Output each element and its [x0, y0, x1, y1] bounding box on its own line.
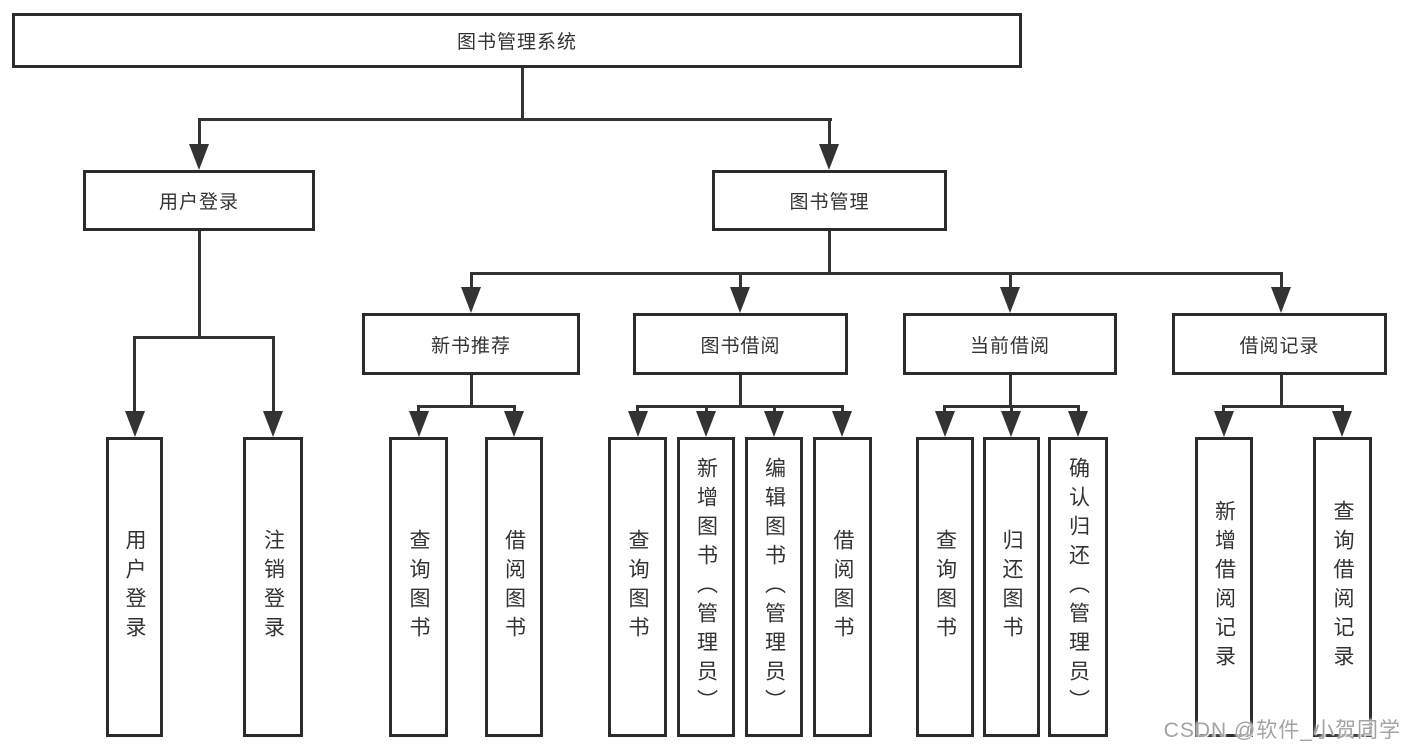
- node-book-borrowing: 图书借阅: [633, 313, 848, 375]
- connector-line: [705, 405, 708, 415]
- arrow-down-icon: [461, 287, 481, 313]
- node-label: 借阅图书: [831, 529, 854, 645]
- arrow-down-icon: [1001, 411, 1021, 437]
- node-book-management: 图书管理: [712, 170, 947, 231]
- node-root: 图书管理系统: [12, 13, 1022, 68]
- node-current-borrowing: 当前借阅: [903, 313, 1117, 375]
- arrow-down-icon: [125, 411, 145, 437]
- connector-line: [272, 336, 275, 414]
- leaf-query-books-current: 查询图书: [916, 437, 974, 737]
- node-label: 图书管理系统: [456, 32, 577, 53]
- connector-line: [198, 118, 832, 121]
- connector-line: [133, 336, 136, 414]
- arrow-down-icon: [935, 411, 955, 437]
- connector-line: [417, 405, 420, 415]
- node-label: 确认归还（管理员）: [1066, 456, 1090, 718]
- connector-line: [636, 405, 639, 415]
- node-label: 用户登录: [123, 529, 146, 645]
- connector-line: [1280, 375, 1283, 405]
- node-label: 查询图书: [626, 529, 649, 645]
- arrow-down-icon: [263, 411, 283, 437]
- node-label: 新书推荐: [430, 335, 511, 357]
- arrow-down-icon: [730, 287, 750, 313]
- node-label: 借阅记录: [1239, 335, 1320, 357]
- node-label: 用户登录: [158, 192, 239, 213]
- node-borrowing-records: 借阅记录: [1172, 313, 1387, 375]
- connector-line: [417, 405, 515, 408]
- node-label: 新增借阅记录: [1212, 500, 1236, 674]
- connector-line: [470, 272, 473, 290]
- arrow-down-icon: [819, 144, 839, 170]
- connector-line: [739, 375, 742, 405]
- connector-line: [198, 118, 201, 147]
- connector-line: [828, 231, 831, 272]
- leaf-confirm-return-admin: 确认归还（管理员）: [1048, 437, 1108, 737]
- connector-line: [1010, 405, 1013, 415]
- node-new-book-recommend: 新书推荐: [362, 313, 580, 375]
- arrow-down-icon: [628, 411, 648, 437]
- connector-line: [470, 375, 473, 405]
- connector-line: [1280, 272, 1283, 290]
- connector-line: [1222, 405, 1344, 408]
- node-label: 编辑图书（管理员）: [762, 456, 786, 718]
- arrow-down-icon: [1068, 411, 1088, 437]
- leaf-borrow-books: 借阅图书: [813, 437, 872, 737]
- leaf-return-books: 归还图书: [983, 437, 1040, 737]
- connector-line: [773, 405, 776, 415]
- arrow-down-icon: [1000, 287, 1020, 313]
- connector-line: [198, 231, 201, 336]
- leaf-edit-books-admin: 编辑图书（管理员）: [745, 437, 803, 737]
- leaf-borrow-books-recommend: 借阅图书: [485, 437, 543, 737]
- leaf-add-borrow-record: 新增借阅记录: [1195, 437, 1253, 737]
- connector-line: [1077, 405, 1080, 415]
- connector-line: [636, 405, 844, 408]
- node-label: 借阅图书: [502, 529, 526, 645]
- node-label: 查询借阅记录: [1331, 500, 1354, 674]
- connector-line: [841, 405, 844, 415]
- leaf-query-books-borrowing: 查询图书: [608, 437, 667, 737]
- connector-line: [470, 272, 1282, 275]
- node-label: 新增图书（管理员）: [694, 456, 718, 718]
- node-label: 当前借阅: [969, 335, 1050, 357]
- connector-line: [943, 405, 946, 415]
- arrow-down-icon: [764, 411, 784, 437]
- arrow-down-icon: [1271, 287, 1291, 313]
- node-user-login: 用户登录: [83, 170, 315, 231]
- leaf-add-books-admin: 新增图书（管理员）: [677, 437, 735, 737]
- connector-line: [1222, 405, 1225, 415]
- connector-line: [513, 405, 516, 415]
- connector-line: [521, 68, 524, 120]
- leaf-logout: 注销登录: [243, 437, 303, 737]
- node-label: 查询图书: [407, 529, 430, 645]
- connector-line: [1009, 272, 1012, 290]
- arrow-down-icon: [409, 411, 429, 437]
- leaf-user-login: 用户登录: [106, 437, 163, 737]
- connector-line: [739, 272, 742, 290]
- arrow-down-icon: [696, 411, 716, 437]
- node-label: 查询图书: [933, 529, 957, 645]
- leaf-query-books-recommend: 查询图书: [389, 437, 448, 737]
- connector-line: [1009, 375, 1012, 405]
- arrow-down-icon: [832, 411, 852, 437]
- connector-line: [133, 336, 275, 339]
- leaf-query-borrow-record: 查询借阅记录: [1313, 437, 1372, 737]
- arrow-down-icon: [504, 411, 524, 437]
- arrow-down-icon: [1332, 411, 1352, 437]
- connector-line: [828, 118, 831, 147]
- node-label: 图书借阅: [700, 335, 781, 357]
- arrow-down-icon: [1214, 411, 1234, 437]
- node-label: 归还图书: [1000, 529, 1023, 645]
- node-label: 图书管理: [789, 192, 870, 213]
- csdn-watermark: CSDN @软件_小贺同学: [1163, 719, 1401, 742]
- node-label: 注销登录: [261, 529, 285, 645]
- connector-line: [1341, 405, 1344, 415]
- arrow-down-icon: [189, 144, 209, 170]
